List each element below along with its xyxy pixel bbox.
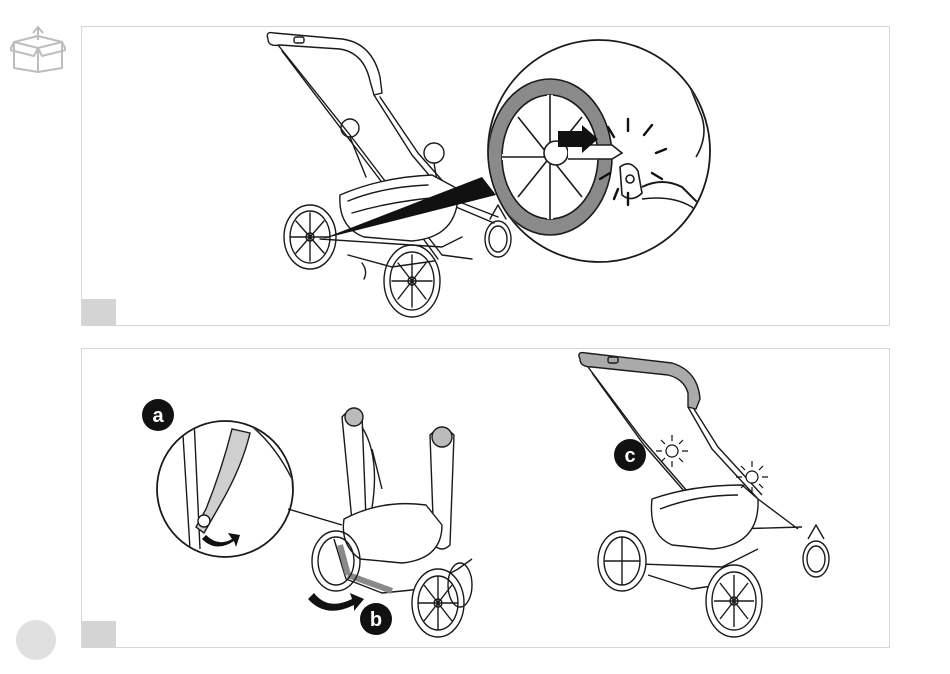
rear-wheel-right [384,245,440,317]
label-c-text: c [624,445,635,467]
illustration-wheel-removal [82,27,891,327]
unpack-box-icon [10,24,66,74]
label-b: b [360,603,392,635]
step-panel-wheel-removal [81,26,890,326]
detail-zoom-wheel-release [488,40,742,262]
detail-zoom-lever [157,419,293,557]
click-burst-left [656,435,688,467]
step-tab [82,299,116,325]
fold-arrow [308,593,364,611]
label-b-text: b [370,609,382,631]
step-panel-fold-seat: a b [81,348,890,648]
label-a-text: a [152,405,164,427]
page-number-circle [16,620,56,660]
seat-pivot-right [424,143,444,163]
step-tab [82,621,116,647]
stroller-handlebar [267,33,382,95]
illustration-fold-seat: a b [82,349,891,649]
label-c: c [614,439,646,471]
label-a: a [142,399,174,431]
stroller-assembled [579,353,829,637]
